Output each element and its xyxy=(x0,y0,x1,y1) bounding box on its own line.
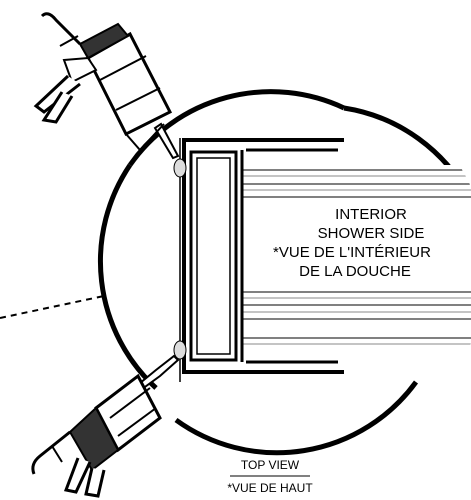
view-label-line2: *VUE DE HAUT xyxy=(227,481,313,495)
u-channel-inner-lip xyxy=(246,148,338,364)
detail-circle-upper xyxy=(127,89,346,167)
caulk-bead-bottom xyxy=(173,340,187,360)
caulking-gun-top xyxy=(33,12,180,160)
u-channel-profile xyxy=(182,138,344,374)
detail-leader-line xyxy=(0,295,105,319)
caulk-bead-top xyxy=(173,158,187,178)
interior-label-line2: SHOWER SIDE xyxy=(318,225,425,242)
panel-frame-inner xyxy=(196,157,231,355)
detail-circle-lower xyxy=(174,380,419,456)
caulking-gun-bottom xyxy=(31,354,180,498)
detail-circle-left xyxy=(97,163,158,390)
interior-label-line4: DE LA DOUCHE xyxy=(299,263,411,280)
interior-label-line1: INTERIOR xyxy=(335,206,407,223)
interior-label-line3: *VUE DE L'INTÉRIEUR xyxy=(273,244,431,261)
view-label-line1: TOP VIEW xyxy=(241,458,300,472)
